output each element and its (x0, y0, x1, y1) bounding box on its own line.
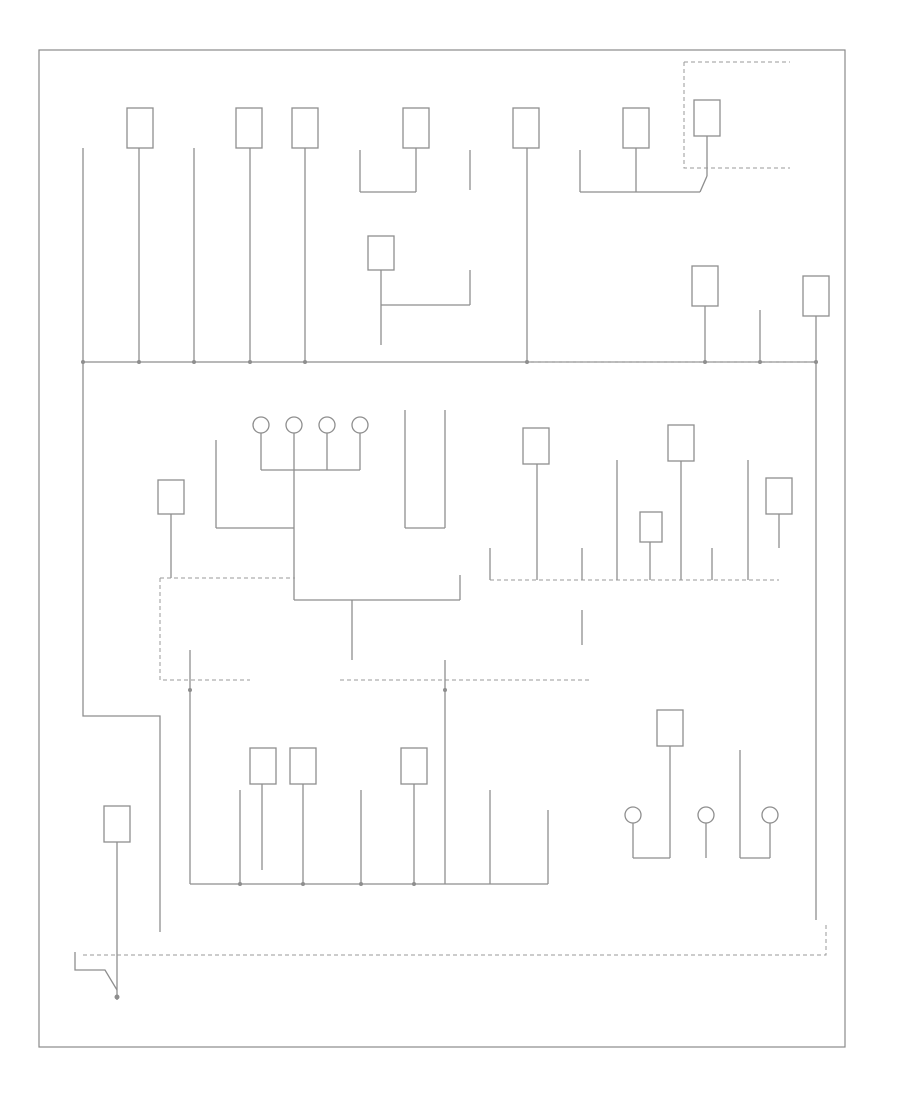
diagram-frame (38, 49, 846, 1048)
top-row-components (82, 61, 790, 362)
component-box (249, 747, 277, 785)
middle-section (157, 410, 793, 884)
component-box (622, 107, 650, 149)
main-ground-bus (81, 360, 818, 932)
component-box (235, 107, 263, 149)
component-box (693, 99, 721, 137)
component-box (656, 709, 684, 747)
mid-upper-components (367, 235, 830, 362)
component-box (765, 477, 793, 515)
component-box (402, 107, 430, 149)
lower-section (74, 709, 827, 1000)
component-box (802, 275, 830, 317)
component-box (400, 747, 428, 785)
component-box (289, 747, 317, 785)
component-box (512, 107, 540, 149)
component-box (667, 424, 695, 462)
component-box (103, 805, 131, 843)
component-box (126, 107, 154, 149)
component-box (157, 479, 185, 515)
component-box (691, 265, 719, 307)
component-box (367, 235, 395, 271)
component-box (291, 107, 319, 149)
component-box (639, 511, 663, 543)
component-box (522, 427, 550, 465)
